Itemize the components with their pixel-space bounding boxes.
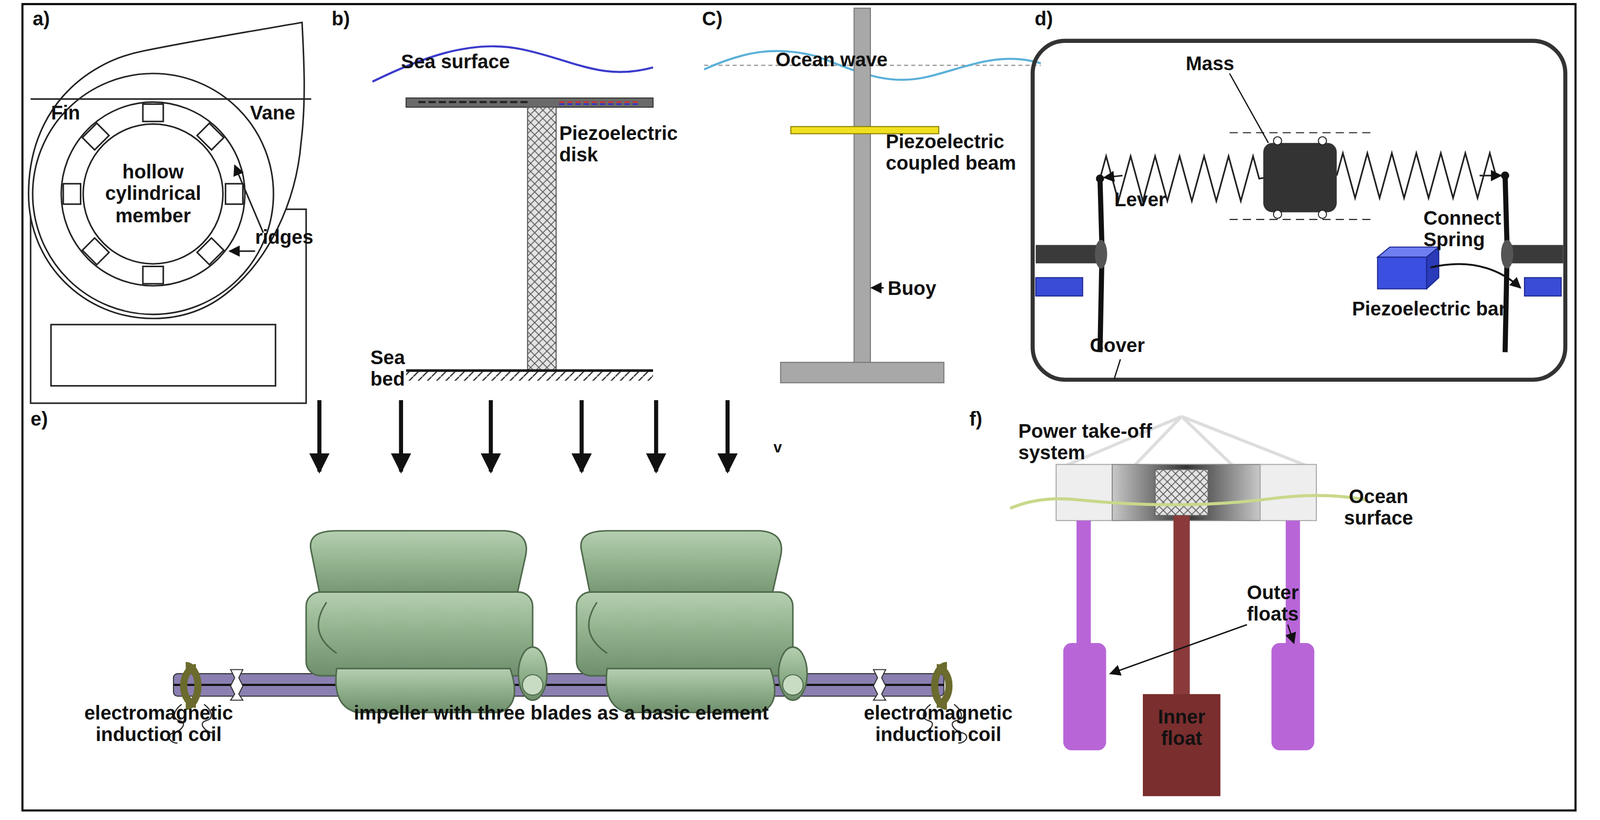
vane-device bbox=[28, 22, 312, 404]
panel-label: a) bbox=[32, 8, 74, 31]
down-arrows bbox=[319, 400, 728, 472]
cylinder-node: hollow cylindrical member bbox=[81, 122, 225, 266]
panel-label: d) bbox=[1034, 8, 1076, 31]
part-label: ridges bbox=[254, 226, 337, 249]
part-label: Piezoelectric bar bbox=[1351, 297, 1526, 320]
part-label: Sea surface bbox=[401, 51, 544, 74]
part-label: Ocean wave bbox=[775, 49, 919, 72]
node-text: hollow cylindrical member bbox=[88, 161, 218, 227]
panel-label: b) bbox=[331, 8, 373, 31]
impeller-device bbox=[169, 530, 967, 744]
part-label: Lever bbox=[1114, 188, 1196, 211]
buoy-device bbox=[704, 8, 1041, 383]
part-label: Vane bbox=[250, 101, 322, 124]
panel-label: C) bbox=[702, 8, 744, 31]
part-label: Mass bbox=[1185, 53, 1258, 76]
part-label: Outer floats bbox=[1247, 581, 1339, 625]
part-label: Cover bbox=[1089, 334, 1172, 357]
part-label: electromagnetic induction coil bbox=[848, 702, 1028, 746]
part-label: electromagnetic induction coil bbox=[69, 702, 248, 746]
piezo-disk-device bbox=[372, 46, 654, 381]
part-label: impeller with three blades as a basic el… bbox=[290, 702, 832, 725]
part-label: Sea bed bbox=[370, 346, 414, 391]
symbol-label: v bbox=[773, 438, 794, 456]
part-label: Fin bbox=[51, 101, 113, 124]
part-label: Connect Spring bbox=[1423, 207, 1567, 251]
float-node: Inner float bbox=[1142, 693, 1221, 796]
figure-frame bbox=[22, 3, 1576, 810]
part-label: Ocean surface bbox=[1322, 485, 1435, 530]
part-label: Buoy bbox=[887, 277, 960, 300]
part-label: Piezoelectric coupled beam bbox=[885, 130, 1060, 174]
node-text: Inner float bbox=[1150, 706, 1214, 750]
panel-label: f) bbox=[969, 408, 1011, 431]
part-label: Piezoelectric disk bbox=[559, 122, 687, 166]
panel-label: e) bbox=[30, 408, 72, 431]
part-label: Power take-off system bbox=[1018, 420, 1162, 464]
